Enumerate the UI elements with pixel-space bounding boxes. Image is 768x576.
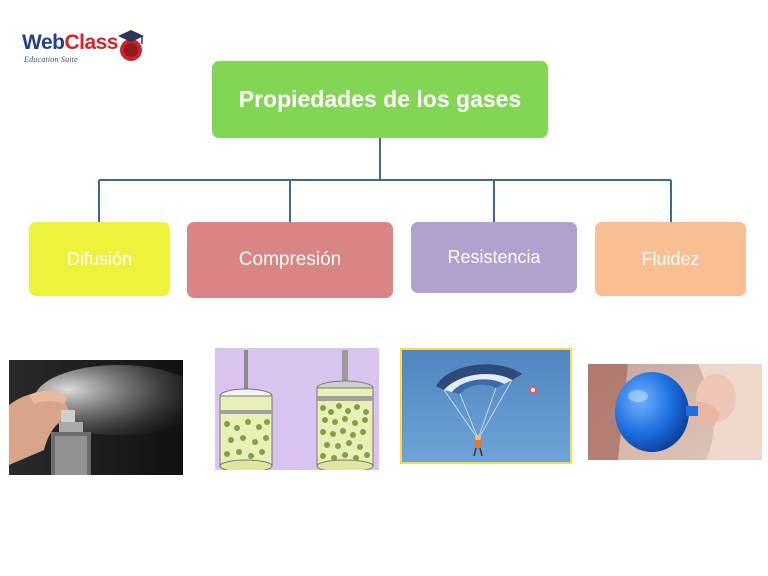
node-resistencia-label: Resistencia <box>447 247 541 267</box>
gas-compression-cylinders-illustration <box>215 348 379 470</box>
node-resistencia: Resistencia <box>411 222 577 293</box>
blowing-balloon-photo <box>588 364 762 460</box>
node-difusion-label: Difusión <box>66 248 133 269</box>
root-node: Propiedades de los gases <box>212 61 548 138</box>
node-fluidez-label: Fluidez <box>641 248 700 269</box>
node-difusion: Difusión <box>29 222 170 296</box>
logo-brand-web: Web <box>22 31 65 54</box>
graduation-cap-icon <box>118 30 144 61</box>
logo-wordmark: WebClass <box>22 32 118 53</box>
root-node-label: Propiedades de los gases <box>238 86 522 112</box>
node-compresion-label: Compresión <box>238 249 342 270</box>
parachutist-sky-photo <box>400 348 572 464</box>
node-compresion: Compresión <box>187 222 393 298</box>
webclass-logo: WebClass Education Suite <box>22 28 146 68</box>
logo-brand-class: Class <box>64 31 118 54</box>
logo-tagline: Education Suite <box>24 55 78 64</box>
perfume-spray-photo <box>9 360 183 475</box>
node-fluidez: Fluidez <box>595 222 746 296</box>
